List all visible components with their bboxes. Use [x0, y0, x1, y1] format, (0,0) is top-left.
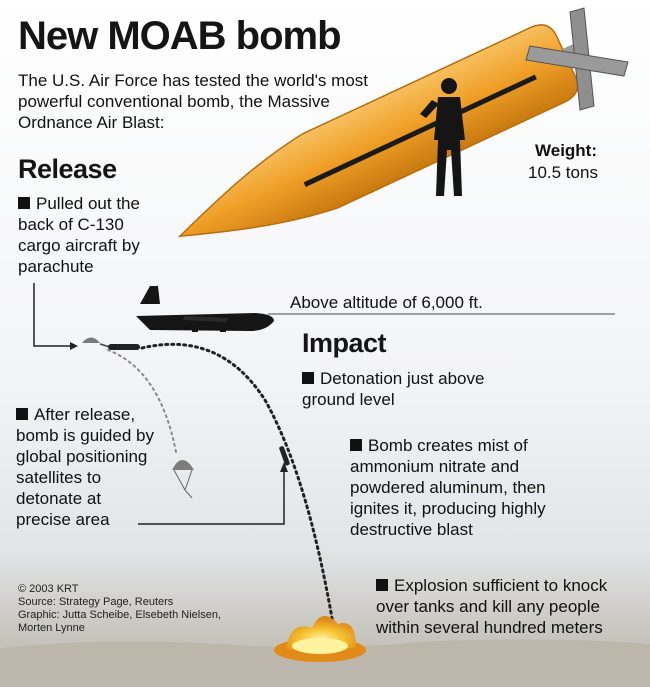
impact-item-3: Explosion sufficient to knock over tanks… [376, 575, 644, 638]
impact-item-1: Detonation just above ground level [302, 368, 552, 410]
leader-line-release [33, 283, 72, 347]
impact-item-2: Bomb creates mist of ammonium nitrate an… [350, 435, 610, 540]
credit-copyright: © 2003 KRT [18, 583, 79, 595]
bullet-icon [376, 579, 388, 591]
weight-label: Weight: [535, 141, 598, 160]
impact-item-2-text: Bomb creates mist of ammonium nitrate an… [350, 436, 546, 539]
guided-bomb-icon [279, 446, 290, 466]
bullet-icon [16, 408, 28, 420]
release-heading: Release [18, 154, 117, 184]
moab-bomb-illustration [177, 7, 629, 238]
impact-item-1-text: Detonation just above ground level [302, 369, 485, 409]
intro-text: The U.S. Air Force has tested the world'… [18, 71, 368, 132]
explosion-icon [274, 615, 366, 662]
credit-graphic: Graphic: Jutta Scheibe, Elsebeth Nielsen… [18, 609, 222, 634]
release-item-2: After release, bomb is guided by global … [16, 404, 206, 530]
bullet-icon [302, 372, 314, 384]
bomb-trajectory [140, 342, 338, 644]
parachute-trajectory [107, 349, 177, 453]
release-item-1-text: Pulled out the back of C-130 cargo aircr… [18, 194, 140, 276]
weight-value: 10.5 tons [528, 163, 598, 182]
altitude-label: Above altitude of 6,000 ft. [290, 293, 483, 312]
person-silhouette [420, 78, 465, 196]
page-title: New MOAB bomb [18, 14, 342, 58]
credit-source: Source: Strategy Page, Reuters [18, 596, 174, 608]
parachute-icon [82, 337, 140, 350]
impact-item-3-text: Explosion sufficient to knock over tanks… [376, 576, 608, 637]
release-item-2-text: After release, bomb is guided by global … [16, 405, 154, 529]
parachute-icon [172, 460, 194, 499]
c130-aircraft-icon [136, 286, 274, 332]
bullet-icon [18, 197, 30, 209]
release-item-1: Pulled out the back of C-130 cargo aircr… [18, 193, 198, 277]
bullet-icon [350, 439, 362, 451]
impact-heading: Impact [302, 328, 387, 358]
ground [0, 639, 650, 687]
leader-line-guidance [138, 470, 285, 525]
